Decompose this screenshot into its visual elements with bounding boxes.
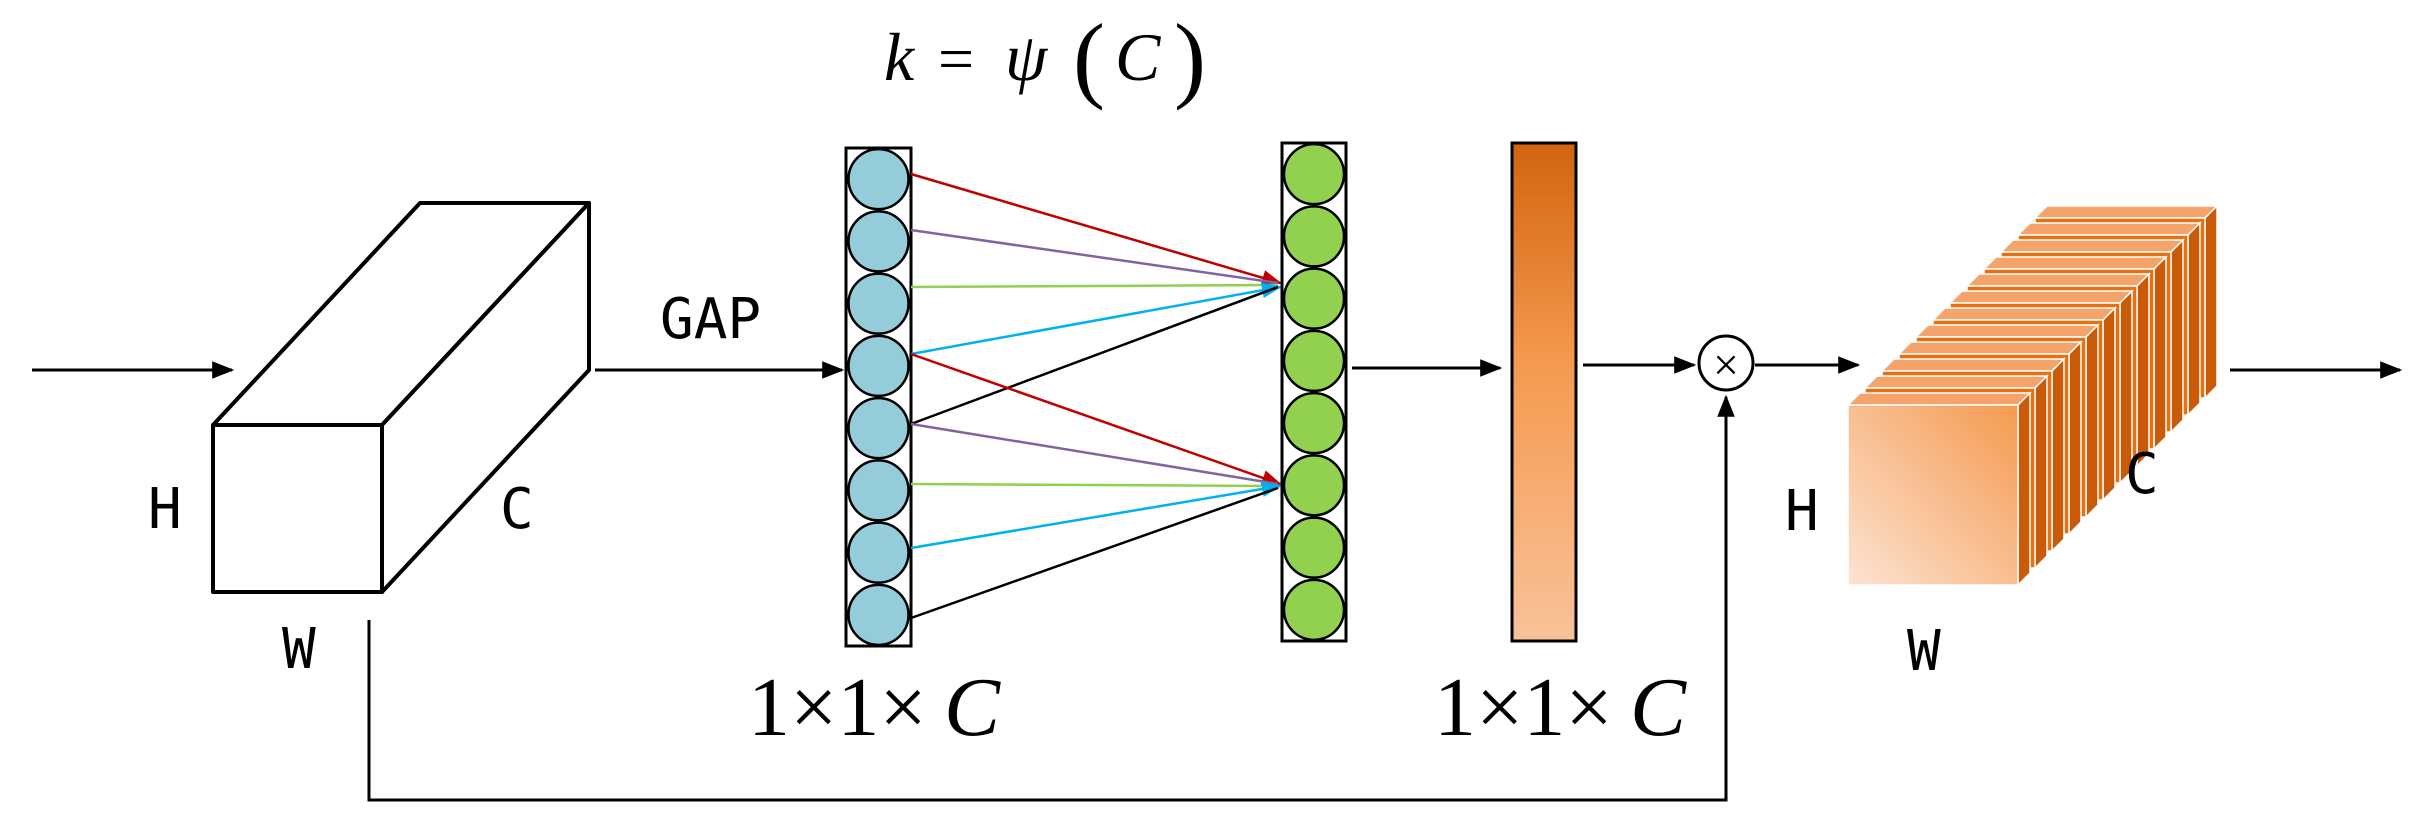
gap-label: GAP	[660, 287, 761, 352]
pooled-dim-var: C	[944, 661, 1001, 754]
conv-node	[1282, 205, 1346, 268]
conv-node	[1282, 267, 1346, 330]
input-feature-block	[211, 201, 591, 594]
pooled-node	[847, 583, 910, 647]
multiply-circle	[1697, 334, 1755, 392]
weight-dim-prefix: 1×1×	[1434, 661, 1613, 754]
connection-black-lower	[910, 486, 1279, 620]
formula-open-paren: (	[1073, 4, 1105, 111]
input-height-label: H	[148, 477, 182, 542]
formula-arg: C	[1115, 19, 1161, 95]
conv-node	[1282, 391, 1346, 455]
connection-blue-upper	[910, 282, 1282, 356]
connection-red-lower	[910, 352, 1282, 486]
pooled-node	[847, 210, 910, 273]
weight-dim-var: C	[1630, 661, 1687, 754]
formula-lhs: k	[884, 19, 916, 95]
conv-node	[1282, 578, 1346, 642]
connection-blue-lower	[910, 481, 1282, 550]
pooled-node	[847, 334, 910, 398]
input-block-front-face	[211, 423, 384, 594]
formula-close-paren: )	[1174, 4, 1206, 111]
pooled-vector-nodes	[847, 147, 910, 647]
input-width-label: W	[282, 617, 316, 682]
connection-green-upper	[910, 283, 1279, 289]
weight-vector-bar	[1510, 141, 1578, 643]
output-slice	[1846, 391, 2032, 587]
output-feature-slices	[1846, 204, 2219, 587]
pooled-dim-label: 1×1× C	[748, 661, 1001, 754]
multiply-operator: ×	[1697, 334, 1755, 392]
output-channel-label: C	[2125, 442, 2159, 507]
conv-vector-nodes	[1282, 142, 1346, 642]
input-channel-label: C	[500, 477, 534, 542]
conv-node	[1282, 142, 1346, 206]
pooled-node	[847, 272, 910, 335]
conv-connections	[910, 172, 1282, 620]
weight-dim-label: 1×1× C	[1434, 661, 1687, 754]
connection-purple-upper	[910, 228, 1279, 285]
conv-node	[1282, 516, 1346, 579]
multiply-symbol: ×	[1713, 339, 1739, 390]
formula-equals: =	[938, 23, 974, 94]
pooled-node	[847, 147, 910, 211]
connection-green-lower	[910, 482, 1279, 488]
output-height-label: H	[1785, 479, 1819, 544]
formula-psi: ψ	[1005, 19, 1049, 95]
pooled-node	[847, 521, 910, 584]
pooled-dim-prefix: 1×1×	[748, 661, 927, 754]
connection-black-upper	[910, 285, 1279, 426]
formula: k = ψ ( C )	[884, 4, 1206, 111]
skip-connection	[367, 394, 1735, 802]
connection-red-upper	[910, 172, 1282, 286]
pooled-node	[847, 459, 910, 522]
connection-purple-lower	[910, 422, 1279, 486]
conv-node	[1282, 454, 1346, 517]
pooled-node	[847, 396, 910, 460]
output-width-label: W	[1907, 619, 1941, 684]
conv-node	[1282, 329, 1346, 393]
